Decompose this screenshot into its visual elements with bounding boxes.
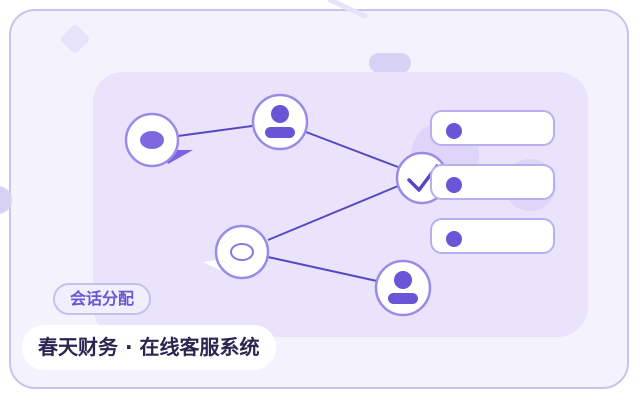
chat-node-1	[124, 112, 193, 168]
queue-item-card	[430, 164, 555, 200]
line-decoration	[327, 0, 368, 19]
diamond-decoration	[61, 25, 89, 53]
connector-lines	[177, 125, 399, 282]
queue-item-card	[430, 110, 555, 146]
queue-item	[430, 164, 555, 200]
queue-item	[430, 218, 555, 254]
chat-node-2	[203, 224, 270, 280]
connector-line	[267, 256, 378, 282]
pill-decoration	[369, 53, 411, 73]
queue-item-icon	[446, 177, 462, 193]
chat-bubble-ring	[230, 243, 254, 261]
user-icon-body	[265, 127, 295, 138]
feature-badge: 会话分配	[53, 283, 152, 315]
queue-item	[430, 110, 555, 146]
queue-item-icon	[446, 123, 462, 139]
user-icon	[271, 105, 289, 123]
left-circle-decoration	[0, 186, 12, 214]
chat-bubble-dot	[140, 131, 164, 149]
agent-node-1	[251, 93, 309, 151]
background-decorations	[0, 0, 411, 214]
user-icon	[394, 271, 412, 289]
user-icon-body	[388, 293, 418, 304]
queue-item-card	[430, 218, 555, 254]
connector-line	[267, 185, 399, 241]
agent-node-2	[374, 259, 432, 317]
product-title: 春天财务 · 在线客服系统	[22, 325, 276, 370]
connector-line	[305, 131, 399, 168]
chat-bubble-icon	[214, 224, 270, 280]
queue-item-icon	[446, 231, 462, 247]
queue-list	[430, 110, 555, 254]
connector-line	[177, 125, 253, 137]
